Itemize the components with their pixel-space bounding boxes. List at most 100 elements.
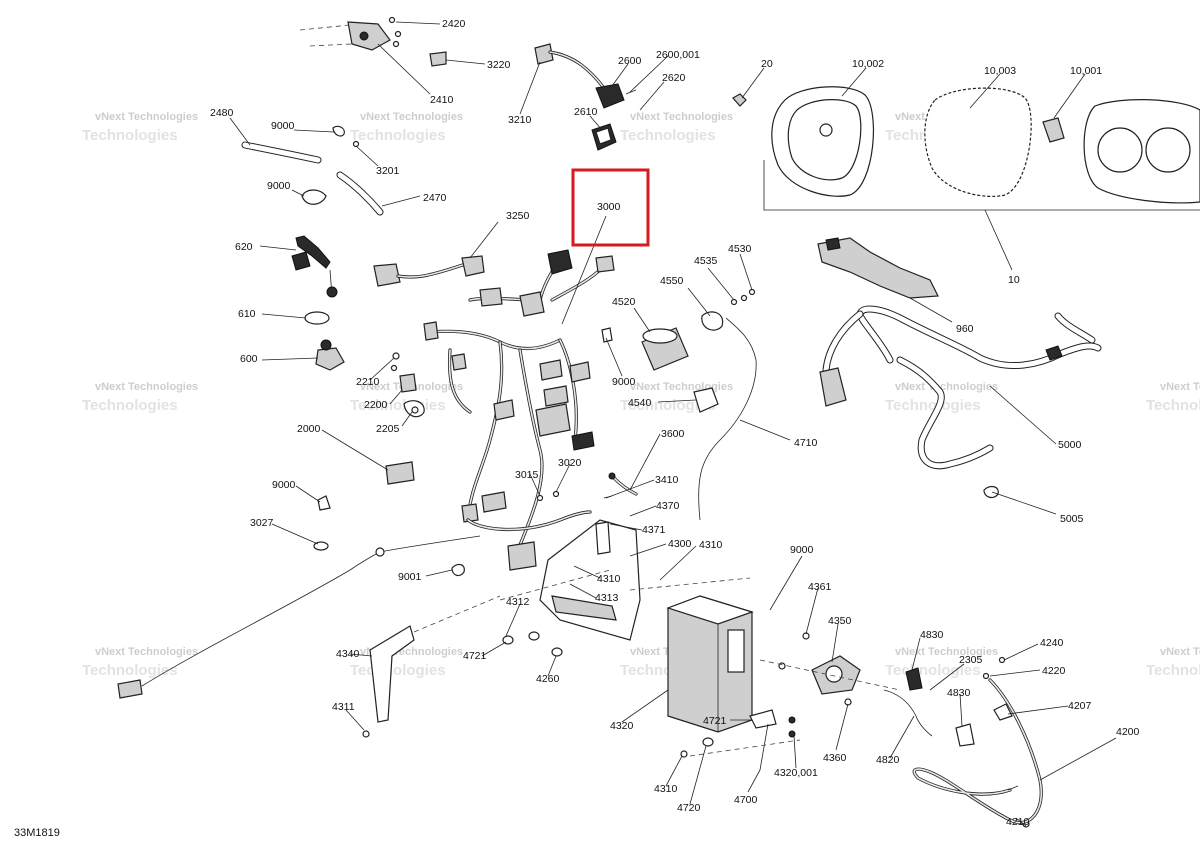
part-label: 620 [235,241,253,253]
part-label: 4535 [694,255,718,267]
part-label: 4220 [1042,665,1066,677]
part-label: 4310 [699,539,723,551]
part-label: 10,001 [1070,65,1102,77]
part-label: 4210 [1006,816,1030,828]
watermark: Technologies [1146,662,1200,679]
part-label: 9000 [271,120,295,132]
part-label: 4830 [947,687,971,699]
part-label: 3600 [661,428,685,440]
part-label: 3020 [558,457,582,469]
part-label: 9001 [398,571,422,583]
part-label: 10,003 [984,65,1016,77]
part-label: 4530 [728,243,752,255]
part-label: 9000 [612,376,636,388]
part-label: 3027 [250,517,274,529]
part-label: 3210 [508,114,532,126]
part-label: 3250 [506,210,530,222]
part-label: 4550 [660,275,684,287]
part-label: 3201 [376,165,400,177]
part-label: 4371 [642,524,666,536]
part-label: 9000 [272,479,296,491]
part-label: 9000 [267,180,291,192]
part-label: 4200 [1116,726,1140,738]
watermark: vNext Technologies [95,646,198,658]
leader-lines [229,21,1117,827]
part-label: 4540 [628,397,652,409]
part-label: 4320 [610,720,634,732]
part-label: 4520 [612,296,636,308]
part-label: 2470 [423,192,447,204]
part-label: 5005 [1060,513,1084,525]
watermark: Technologies [885,397,981,414]
part-label: 20 [761,58,773,70]
part-label: 2205 [376,423,400,435]
part-label: 4240 [1040,637,1064,649]
watermark: vNext Technologies [895,381,998,393]
part-label: 4312 [506,596,530,608]
part-label: 4311 [332,701,355,713]
part-label: 4320,001 [774,767,818,779]
watermark: vNext Technologies [630,111,733,123]
highlight-box [571,168,650,247]
part-label: 4820 [876,754,900,766]
part-label: 2305 [959,654,983,666]
part-label: 4721 [463,650,487,662]
watermarks: vNext Technologies Technologies vNext Te… [82,111,1200,679]
main-wiring-harness [423,249,615,571]
part-label: 10,002 [852,58,884,70]
part-label: 2420 [442,18,466,30]
watermark: Technologies [620,127,716,144]
part-label: 2480 [210,107,234,119]
diagram-code: 33M1819 [14,827,60,839]
part-label: 2410 [430,94,454,106]
part-label: 600 [240,353,258,365]
watermark: Technologies [620,397,716,414]
part-label: 4340 [336,648,360,660]
watermark: Technologies [82,127,178,144]
watermark: vNext Technologies [1160,381,1200,393]
watermark: vNext Technologies [360,111,463,123]
part-label: 10 [1008,274,1020,286]
part-label: 2600 [618,55,642,67]
part-label: 3220 [487,59,511,71]
battery [666,595,754,733]
part-drawings [117,16,1200,828]
part-label: 4700 [734,794,758,806]
part-label: 4721 [703,715,727,727]
part-label: 5000 [1058,439,1082,451]
part-label: 4350 [828,615,852,627]
part-labels: 2420 3220 2410 2600 2600,001 2620 3210 2… [210,18,1140,828]
part-label: 2600,001 [656,49,700,61]
part-label: 4370 [656,500,680,512]
watermark: Technologies [350,127,446,144]
part-label: 4310 [654,783,678,795]
part-label: 610 [238,308,256,320]
part-label: 4710 [794,437,818,449]
part-label: 2620 [662,72,686,84]
part-label: 4360 [823,752,847,764]
part-label: 3015 [515,469,539,481]
part-label: 3410 [655,474,679,486]
part-label: 4720 [677,802,701,814]
watermark: Technologies [1146,397,1200,414]
part-label: 2610 [574,106,598,118]
part-label: 2000 [297,423,321,435]
part-label: 9000 [790,544,814,556]
watermark: vNext Technologies [1160,646,1200,658]
part-label: 4310 [597,573,621,585]
watermark: vNext Technologies [95,381,198,393]
part-label-highlighted: 3000 [597,201,621,213]
watermark: vNext Technologies [630,381,733,393]
part-label: 4207 [1068,700,1092,712]
part-label: 960 [956,323,974,335]
watermark: Technologies [82,662,178,679]
part-label: 4300 [668,538,692,550]
part-label: 2210 [356,376,380,388]
watermark: Technologies [350,662,446,679]
part-label: 4361 [808,581,832,593]
watermark: vNext Technologies [895,646,998,658]
part-label: 4260 [536,673,560,685]
part-label: 4830 [920,629,944,641]
part-label: 2200 [364,399,388,411]
